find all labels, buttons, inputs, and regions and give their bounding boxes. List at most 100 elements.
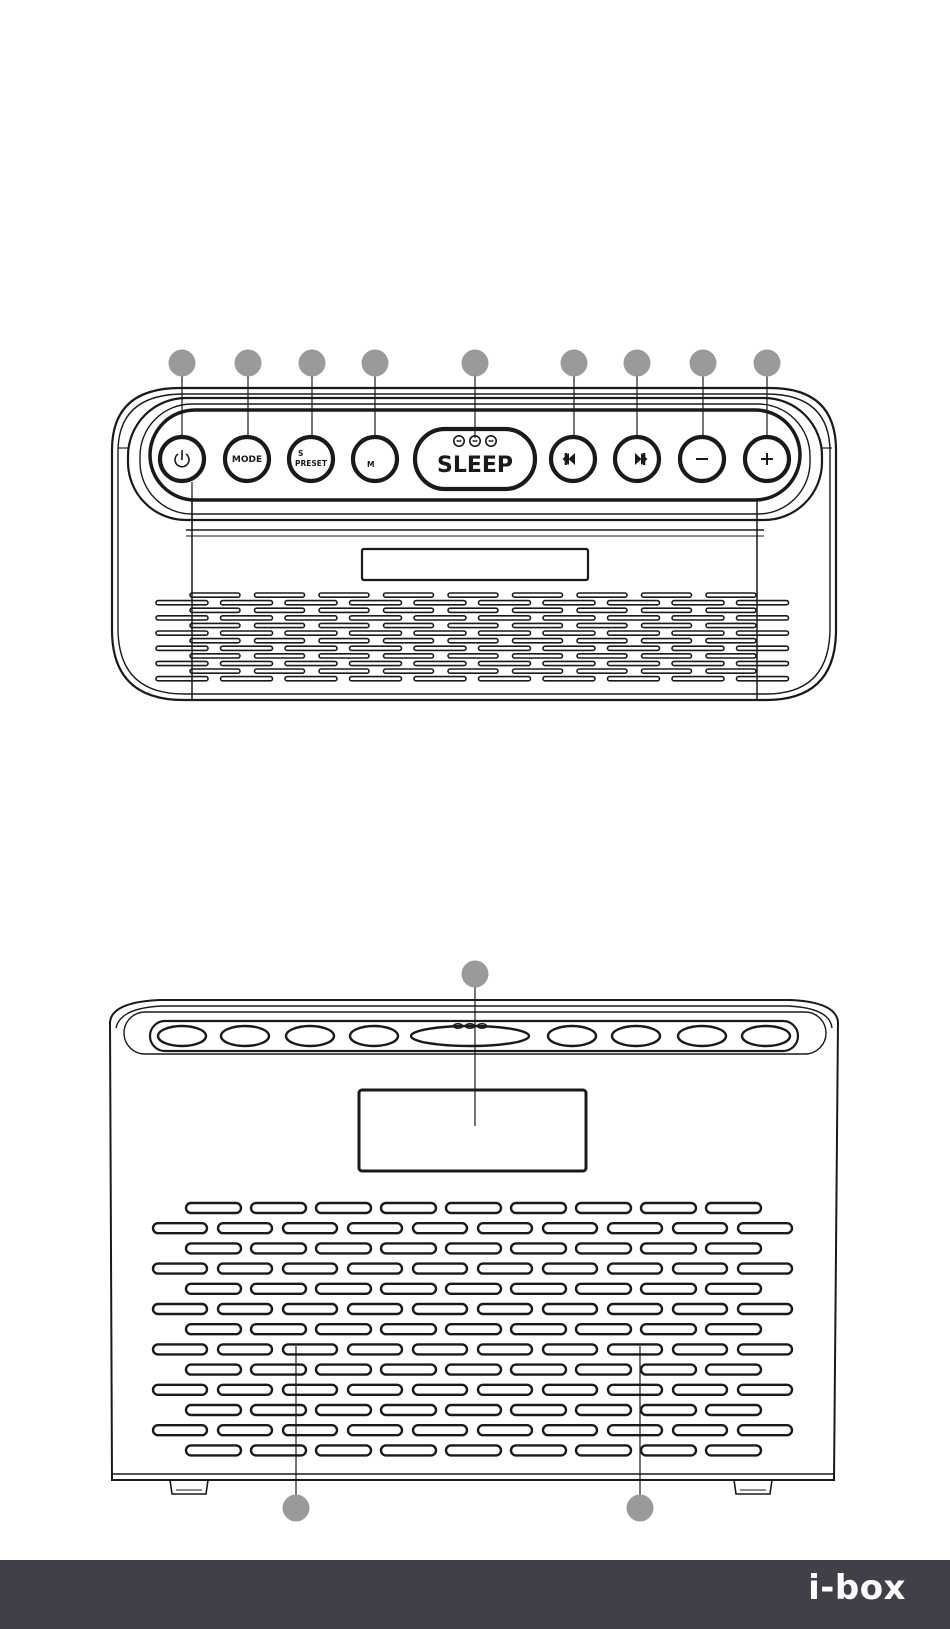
grille-slot [218,1304,272,1314]
grille-slot [218,1344,272,1354]
grille-slot [642,623,692,627]
grille-slot [608,1264,662,1274]
grille-slot [384,654,434,658]
front-speaker-grille [153,1203,792,1455]
grille-slot [221,616,273,620]
grille-slot [186,1324,241,1334]
grille-slot [413,1344,467,1354]
grille-slot [285,677,337,681]
grille-slot [543,1304,597,1314]
grille-slot [641,1203,696,1213]
grille-slot [576,1284,631,1294]
grille-slot [251,1203,306,1213]
next-button[interactable] [615,437,659,481]
volume-down-button[interactable] [680,437,724,481]
grille-slot [543,1344,597,1354]
grille-slot [577,669,627,673]
grille-slot [283,1385,337,1395]
grille-slot [738,1425,792,1435]
grille-slot [738,1304,792,1314]
grille-slot [446,1405,501,1415]
grille-slot [384,623,434,627]
grille-slot [255,669,305,673]
grille-slot [478,1223,532,1233]
grille-slot [190,593,240,597]
grille-slot [348,1264,402,1274]
grille-slot [608,677,660,681]
grille-slot [283,1425,337,1435]
grille-slot [190,639,240,643]
grille-slot [156,661,208,665]
grille-slot [673,1304,727,1314]
grille-slot [446,1284,501,1294]
grille-slot [577,639,627,643]
grille-slot [255,654,305,658]
grille-slot [576,1445,631,1455]
grille-slot [190,669,240,673]
grille-slot [737,616,789,620]
grille-slot [319,654,369,658]
grille-slot [608,601,660,605]
grille-slot [706,593,756,597]
grille-slot [381,1324,436,1334]
memory-button[interactable]: M [353,437,397,481]
grille-slot [448,669,498,673]
grille-slot [448,623,498,627]
grille-slot [384,639,434,643]
grille-slot [221,677,273,681]
grille-slot [319,639,369,643]
grille-slot [672,677,724,681]
grille-slot [511,1365,566,1375]
grille-slot [706,623,756,627]
grille-slot [543,646,595,650]
grille-slot [672,646,724,650]
grille-slot [446,1243,501,1253]
grille-slot [384,669,434,673]
grille-slot [218,1425,272,1435]
grille-slot [513,623,563,627]
grille-slot [511,1445,566,1455]
grille-slot [608,1425,662,1435]
grille-slot [186,1284,241,1294]
grille-slot [350,601,402,605]
grille-slot [384,593,434,597]
grille-slot [576,1405,631,1415]
grille-slot [511,1243,566,1253]
preset-superscript: S [298,449,303,458]
power-button[interactable] [160,437,204,481]
grille-slot [673,1385,727,1395]
grille-slot [737,646,789,650]
grille-slot [255,623,305,627]
grille-slot [186,1365,241,1375]
grille-slot [251,1284,306,1294]
front-strip-previous-button [548,1026,596,1046]
sleep-label: SLEEP [437,453,513,478]
volume-up-button[interactable] [745,437,789,481]
grille-slot [446,1365,501,1375]
grille-slot [641,1365,696,1375]
grille-slot [543,601,595,605]
front-strip-next-button [612,1026,660,1046]
grille-slot [478,1264,532,1274]
grille-slot [348,1344,402,1354]
grille-slot [283,1223,337,1233]
grille-slot [414,677,466,681]
grille-slot [543,661,595,665]
front-button-strip [158,1024,790,1046]
grille-slot [576,1203,631,1213]
grille-slot [221,661,273,665]
grille-slot [251,1324,306,1334]
grille-slot [255,608,305,612]
previous-button[interactable] [551,437,595,481]
grille-slot [221,646,273,650]
grille-slot [381,1405,436,1415]
mode-button[interactable]: MODE [225,437,269,481]
grille-slot [737,661,789,665]
grille-slot [672,616,724,620]
grille-slot [738,1385,792,1395]
grille-slot [448,654,498,658]
grille-slot [283,1264,337,1274]
grille-slot [350,646,402,650]
